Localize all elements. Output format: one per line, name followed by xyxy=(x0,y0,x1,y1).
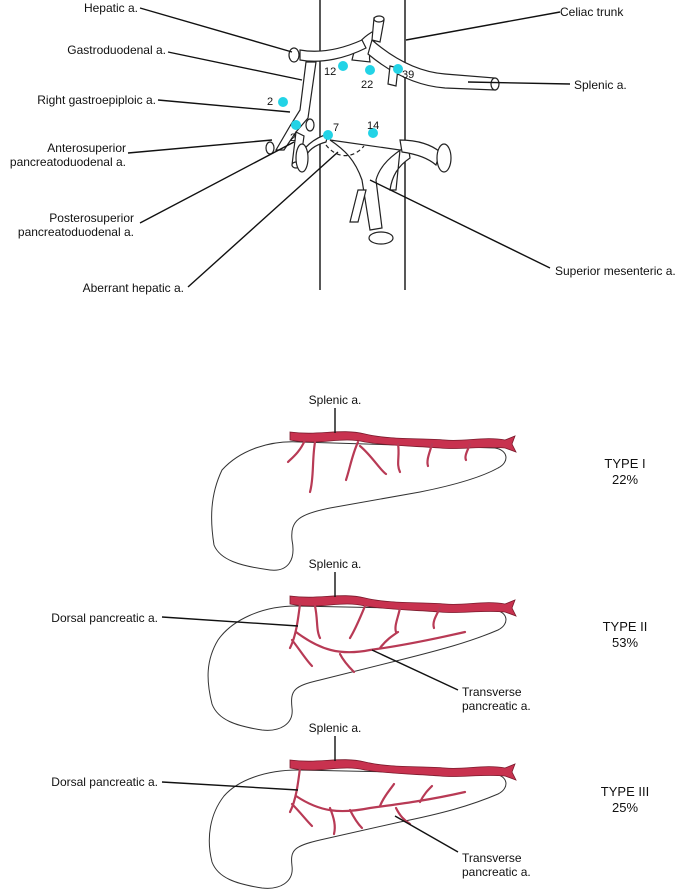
label-anterosuperior-2: pancreatoduodenal a. xyxy=(10,155,126,169)
count-gastroduodenal: 2 xyxy=(267,96,273,108)
label-posterosuperior-2: pancreatoduodenal a. xyxy=(18,225,134,239)
branch-1g xyxy=(464,442,472,462)
hepatic-artery-stump xyxy=(288,47,300,63)
label-dorsal-3: Dorsal pancreatic a. xyxy=(51,775,158,789)
branch-2b xyxy=(313,604,322,640)
label-gastroduodenal: Gastroduodenal a. xyxy=(67,43,166,57)
leader-splenic xyxy=(467,81,571,85)
dorsal-pancreatic-2 xyxy=(288,602,302,650)
pancreatoduodenal-stump-a xyxy=(265,141,275,155)
branch-1a xyxy=(286,438,307,464)
dorsal-pancreatic-3 xyxy=(288,766,302,814)
branch-2g xyxy=(378,630,400,650)
type-percent-1: 22% xyxy=(612,472,638,487)
hepatic-artery-vessel xyxy=(299,39,367,62)
branch-1d xyxy=(358,444,388,476)
count-pancreatoduodenal: 2 xyxy=(290,132,296,144)
label-dorsal-2: Dorsal pancreatic a. xyxy=(51,611,158,625)
pancreas-outline-1 xyxy=(211,441,507,571)
splenic-artery-stump xyxy=(490,77,500,91)
sma-right-stump xyxy=(295,143,309,173)
count-splenic: 39 xyxy=(402,69,414,81)
label-hepatic: Hepatic a. xyxy=(84,1,138,15)
leader-gastroduodenal xyxy=(167,51,303,81)
label-aberrant-hepatic: Aberrant hepatic a. xyxy=(83,281,184,295)
label-superior-mesenteric: Superior mesenteric a. xyxy=(555,264,676,278)
origin-markers: 12 22 39 2 2 7 14 xyxy=(267,61,414,144)
gastroduodenal-stump xyxy=(305,118,315,132)
branch-3c xyxy=(348,808,364,830)
pancreas-type-1: Splenic a. TYPE I 22% xyxy=(211,393,646,571)
branch-1f xyxy=(426,442,434,468)
marker-gastroduodenal-dot xyxy=(278,97,288,107)
branch-1e xyxy=(396,442,402,474)
leader-transverse-3 xyxy=(394,815,459,853)
type-percent-3: 25% xyxy=(612,800,638,815)
marker-sma-left-dot xyxy=(368,128,378,138)
label-transverse-3b: pancreatic a. xyxy=(462,865,531,879)
leader-hepatic xyxy=(139,7,293,53)
leader-anterosuperior xyxy=(127,139,273,154)
branch-2c xyxy=(348,604,367,640)
leader-celiac xyxy=(405,11,561,41)
label-transverse-3a: Transverse xyxy=(462,851,522,865)
sma-lower-branch xyxy=(349,189,367,223)
branch-1c xyxy=(344,440,360,482)
sma-lower-stump xyxy=(368,231,394,245)
label-posterosuperior-1: Posterosuperior xyxy=(49,211,134,225)
leader-dorsal-3 xyxy=(161,781,299,791)
label-splenic-1: Splenic a. xyxy=(309,393,362,407)
sma-left-branch xyxy=(399,139,441,167)
leader-dorsal-2 xyxy=(161,616,299,627)
aberrant-hepatic-dashed xyxy=(325,144,365,157)
marker-left-gastric-dot xyxy=(365,65,375,75)
label-splenic-3: Splenic a. xyxy=(309,721,362,735)
branch-2e xyxy=(432,606,442,630)
branch-2d xyxy=(394,606,402,634)
marker-sma-right-dot xyxy=(323,130,333,140)
branch-3a xyxy=(290,802,314,828)
label-anterosuperior-1: Anterosuperior xyxy=(47,141,126,155)
branch-1b xyxy=(308,440,317,494)
transverse-pancreatic-3 xyxy=(294,790,467,813)
type-label-3: TYPE III xyxy=(601,784,649,799)
label-splenic: Splenic a. xyxy=(574,78,627,92)
marker-splenic-dot xyxy=(393,64,403,74)
count-sma-left: 14 xyxy=(367,120,379,132)
leader-aberrant-hepatic xyxy=(187,151,339,288)
sma-left-stump xyxy=(436,143,452,173)
branch-3b xyxy=(328,806,336,836)
leader-transverse-2 xyxy=(371,649,459,691)
leader-posterosuperior xyxy=(139,141,295,224)
left-gastric-stump xyxy=(373,15,385,23)
type-percent-2: 53% xyxy=(612,635,638,650)
marker-pancreatoduodenal-dot xyxy=(291,120,301,130)
count-hepatic: 12 xyxy=(324,66,336,78)
count-left-gastric: 22 xyxy=(361,79,373,91)
celiac-diagram: Hepatic a. Celiac trunk Gastroduodenal a… xyxy=(10,0,676,295)
gastroduodenal-vessel xyxy=(274,61,317,151)
pancreas-type-3: Splenic a. Dorsal pancreatic a. Transver… xyxy=(51,721,649,889)
label-transverse-2b: pancreatic a. xyxy=(462,699,531,713)
pancreas-type-2: Splenic a. Dorsal pancreatic a. Transver… xyxy=(51,557,648,731)
superior-mesenteric-vessel xyxy=(329,139,411,231)
branch-3e xyxy=(418,784,434,804)
label-splenic-2: Splenic a. xyxy=(309,557,362,571)
leader-gastroepiploic xyxy=(157,99,291,113)
count-sma-right: 7 xyxy=(333,122,339,134)
splenic-artery-1 xyxy=(289,431,517,453)
marker-hepatic-dot xyxy=(338,61,348,71)
branch-3d xyxy=(378,782,396,808)
branch-2f xyxy=(338,652,356,674)
label-celiac: Celiac trunk xyxy=(560,5,624,19)
branch-2a xyxy=(290,638,314,668)
leader-superior-mesenteric xyxy=(369,179,551,269)
transverse-pancreatic-2 xyxy=(294,630,467,654)
label-right-gastroepiploic: Right gastroepiploic a. xyxy=(37,93,156,107)
label-transverse-2a: Transverse xyxy=(462,685,522,699)
splenic-artery-3 xyxy=(289,759,517,781)
type-label-1: TYPE I xyxy=(604,456,645,471)
type-label-2: TYPE II xyxy=(603,619,648,634)
